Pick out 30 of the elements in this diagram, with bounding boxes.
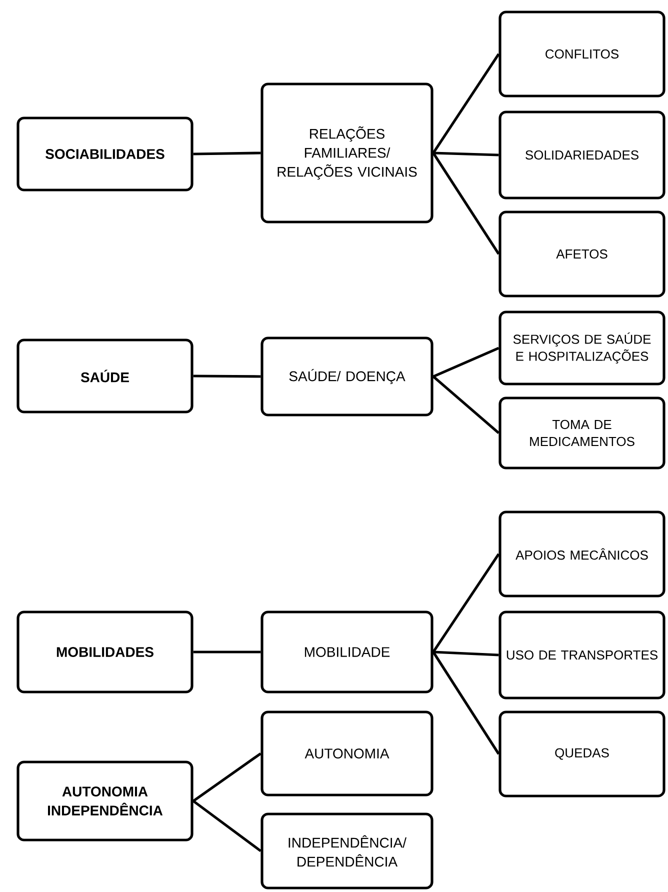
concept-box: TOMA DE MEDICAMENTOS	[498, 396, 666, 470]
concept-box: MOBILIDADE	[260, 610, 434, 694]
concept-box: SOLIDARIEDADES	[498, 110, 666, 200]
connector-line	[193, 374, 261, 378]
concept-box: INDEPENDÊNCIA/ DEPENDÊNCIA	[260, 812, 434, 890]
connector-line	[432, 553, 500, 653]
connector-line	[432, 376, 500, 434]
concept-box: AUTONOMIA	[260, 710, 434, 796]
connector-line	[433, 152, 499, 156]
connector-line	[432, 346, 500, 378]
concept-box: SAÚDE/ DOENÇA	[260, 336, 434, 416]
concept-box: AUTONOMIA INDEPENDÊNCIA	[16, 760, 194, 842]
connector-line	[193, 152, 261, 156]
concept-box: AFETOS	[498, 210, 666, 298]
concept-box: USO DE TRANSPORTES	[498, 610, 666, 700]
connector-line	[192, 752, 262, 802]
concept-box: SOCIABILIDADES	[16, 116, 194, 192]
connector-line	[433, 650, 499, 656]
connector-line	[192, 800, 262, 852]
connector-line	[432, 53, 500, 154]
connector-line	[432, 152, 500, 255]
concept-box: APOIOS MECÂNICOS	[498, 510, 666, 598]
concept-box: MOBILIDADES	[16, 610, 194, 694]
concept-box: RELAÇÕES FAMILIARES/ RELAÇÕES VICINAIS	[260, 82, 434, 224]
connector-line	[432, 651, 500, 755]
concept-box: SAÚDE	[16, 338, 194, 414]
connector-line	[193, 650, 261, 654]
concept-box: CONFLITOS	[498, 10, 666, 98]
concept-box: SERVIÇOS DE SAÚDE E HOSPITALIZAÇÕES	[498, 310, 666, 386]
concept-box: QUEDAS	[498, 710, 666, 798]
